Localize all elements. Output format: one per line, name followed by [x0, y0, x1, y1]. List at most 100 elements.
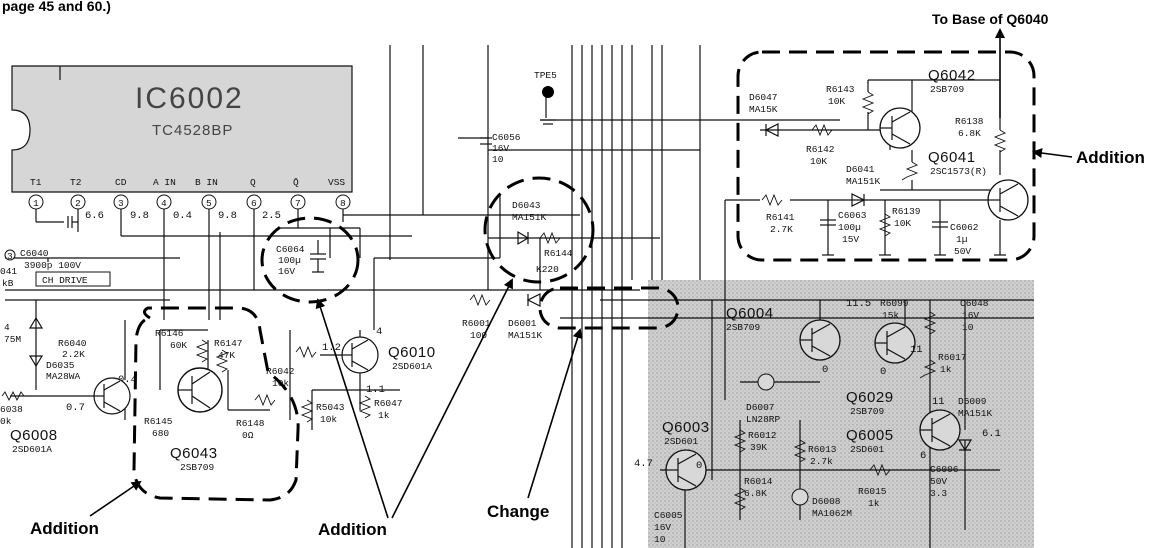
q6029-part: 2SB709	[850, 406, 885, 417]
c6063-val1: 100µ	[838, 222, 861, 233]
wiring	[5, 45, 1034, 548]
q6042-name: Q6042	[928, 67, 976, 84]
net-041: 041	[0, 266, 17, 277]
c6062-name: C6062	[950, 222, 979, 233]
ic-pin-label-7: Q̄	[293, 177, 299, 188]
r6148-resistor	[254, 393, 276, 407]
r6144-resistor	[539, 231, 561, 245]
c6063-val2: 15V	[842, 234, 859, 245]
r6042-resistor	[295, 345, 317, 359]
pin3-marker	[4, 249, 16, 261]
pin-voltage-cd: 9.8	[130, 210, 149, 222]
ic-pin-4: 4	[161, 198, 167, 209]
r6143-resistor	[861, 91, 875, 115]
callout-addition-right: Addition	[1076, 148, 1145, 167]
r6144-name: R6144	[544, 248, 573, 259]
c6040-value: 3900p 100V	[24, 260, 81, 271]
pin-voltage-t2: 6.6	[85, 210, 104, 222]
r6147-value: 47K	[218, 350, 235, 361]
ic-pin-7: 7	[295, 198, 301, 209]
d6047-part: MA15K	[749, 104, 778, 115]
r6099-name: R6099	[880, 298, 909, 309]
r6047-name: R6047	[374, 398, 403, 409]
left-75m: 75M	[4, 334, 21, 345]
ic-pin-label-5: B IN	[195, 177, 218, 188]
r6138-name: R6138	[955, 116, 984, 127]
q6003-part: 2SD601	[664, 436, 699, 447]
r6013-name: R6013	[808, 444, 837, 455]
ic-pin-5: 5	[206, 198, 212, 209]
r6001-resistor	[469, 293, 491, 307]
ic-pin-label-8: VSS	[328, 177, 345, 188]
r6040-name: R6040	[58, 338, 87, 349]
ic-pin-1: 1	[33, 198, 39, 209]
c6006-name: C6006	[930, 464, 959, 475]
d6043-name: D6043	[512, 200, 541, 211]
q6043-name: Q6043	[170, 445, 218, 462]
q6041-part: 2SC1573(R)	[930, 166, 987, 177]
ic-pin-8: 8	[340, 198, 346, 209]
r6141-value: 2.7K	[770, 224, 793, 235]
v0c-label: 0	[696, 460, 702, 472]
addition-outline-c6064	[260, 216, 360, 304]
c6040-name: C6040	[20, 248, 49, 259]
callout-change: Change	[487, 502, 549, 521]
ic6002: IC6002 TC4528BP T1 T2 CD A IN B IN Q Q̄ …	[11, 65, 353, 193]
d6008-part: MA1062M	[812, 508, 852, 519]
r6014-resistor	[733, 487, 747, 511]
q6029-name: Q6029	[846, 389, 894, 406]
v61-label: 6.1	[982, 428, 1001, 440]
v11-label: 1.1	[366, 384, 385, 396]
ic-pin-label-1: T1	[30, 177, 42, 188]
c6005-val1: 16V	[654, 522, 671, 533]
d6008-name: D6008	[812, 496, 841, 507]
r6147-name: R6147	[214, 338, 243, 349]
ic-pin-3: 3	[118, 198, 124, 209]
q6004-part: 2SB709	[726, 322, 761, 333]
r6017-value: 1k	[940, 364, 952, 375]
r6143-name: R6143	[826, 84, 855, 95]
callout-addition-bottom-mid: Addition	[318, 520, 387, 539]
ch-drive-label: CH DRIVE	[42, 275, 88, 286]
r6142-resistor	[811, 123, 833, 137]
q6010-part: 2SD601A	[392, 361, 432, 372]
to-base-label: To Base of Q6040	[932, 11, 1049, 27]
v0b-label: 0	[880, 366, 886, 378]
c6063-name: C6063	[838, 210, 867, 221]
c6064-capacitor	[310, 240, 326, 273]
r6099-value: 15k	[882, 310, 899, 321]
c6006-val1: 50V	[930, 476, 947, 487]
d6001-diode	[526, 293, 541, 307]
r6013-resistor	[793, 439, 807, 463]
c6048-name: C6048	[960, 298, 989, 309]
q6008-part: 2SD601A	[12, 444, 52, 455]
d6009-diode	[957, 439, 973, 452]
c6064-val1: 100µ	[278, 255, 301, 266]
callout-addition-bottom-left: Addition	[30, 519, 99, 538]
r5043-resistor	[300, 399, 314, 423]
header-partial-text: page 45 and 60.)	[2, 0, 111, 14]
ic-pin-label-4: A IN	[153, 177, 176, 188]
r6017-resistor	[919, 359, 937, 379]
pin-voltage-q: 2.5	[262, 210, 281, 222]
r6047-resistor	[358, 395, 372, 419]
r6014-name: R6014	[744, 476, 773, 487]
r6017-name: R6017	[938, 352, 967, 363]
r5043-name: R5043	[316, 402, 345, 413]
q6042-part: 2SB709	[930, 84, 965, 95]
q6041-name: Q6041	[928, 149, 976, 166]
r6015-value: 1k	[868, 498, 880, 509]
d6001-name: D6001	[508, 318, 537, 329]
d6041-name: D6041	[846, 164, 875, 175]
r6141-resistor	[761, 193, 783, 207]
r6038-name: 6038	[0, 404, 23, 415]
v6-label: 6	[920, 450, 926, 462]
r6015-resistor	[869, 463, 891, 477]
ic-part: TC4528BP	[152, 122, 233, 139]
r6012-value: 39K	[750, 442, 767, 453]
r6001-value: 100	[470, 330, 487, 341]
d6007-name: D6007	[746, 402, 775, 413]
r6042-name: R6042	[266, 366, 295, 377]
net-kb: kB	[2, 278, 14, 289]
